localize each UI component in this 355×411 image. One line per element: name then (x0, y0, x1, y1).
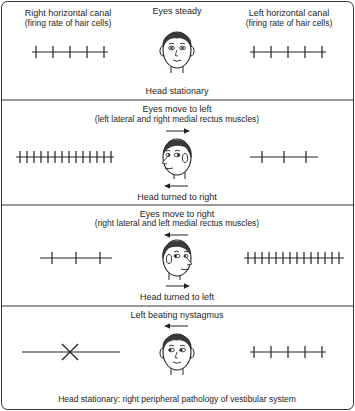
head-state-label: Head stationary (145, 86, 208, 96)
nystagmus-arrow (165, 326, 188, 327)
pupil (169, 349, 171, 351)
spike-train (250, 46, 326, 58)
eye-direction-arrow (165, 235, 188, 236)
eye-direction-arrow (166, 131, 189, 132)
pupil (181, 47, 183, 49)
eye-state-label: Eyes steady (152, 6, 201, 16)
canal-label: Left horizontal canal (249, 8, 330, 18)
condition-label: Head stationary: right peripheral pathol… (58, 395, 296, 405)
head-direction-arrow (166, 286, 189, 287)
eye-state-label: Eyes move to left (142, 104, 211, 114)
face (160, 334, 194, 375)
head-state-label: Head turned to right (137, 192, 217, 202)
panel-band: Left beating nystagmusHead stationary: r… (2, 306, 353, 409)
pupil (170, 47, 172, 49)
eye-state-label: Eyes move to right (140, 209, 215, 219)
head-state-label: Head turned to left (140, 292, 214, 302)
spike-train (250, 346, 326, 358)
canal-note: (firing rate of hair cells) (25, 19, 111, 29)
canal-label: Right horizontal canal (25, 8, 112, 18)
spike-train (40, 252, 112, 264)
spike-train (16, 151, 114, 163)
eye-state-label: Left beating nystagmus (130, 310, 223, 320)
muscle-note: (left lateral and right medial rectus mu… (95, 115, 259, 125)
spike-train (32, 46, 108, 58)
panel-band: Eyes move to left(left lateral and right… (2, 100, 353, 205)
muscle-note: (right lateral and left medial rectus mu… (95, 219, 259, 229)
cross-mark (62, 344, 78, 360)
spike-train (250, 151, 318, 163)
face (162, 139, 191, 179)
panel-dividers (2, 100, 354, 306)
canal-note: (firing rate of hair cells) (246, 19, 332, 29)
face (160, 32, 194, 73)
panel-band: Eyes move to right(right lateral and lef… (2, 205, 353, 306)
head-direction-arrow (165, 186, 188, 187)
panel-band: Right horizontal canal(firing rate of ha… (2, 2, 353, 100)
face (163, 240, 192, 280)
pupil (180, 349, 182, 351)
spike-train (244, 252, 344, 264)
